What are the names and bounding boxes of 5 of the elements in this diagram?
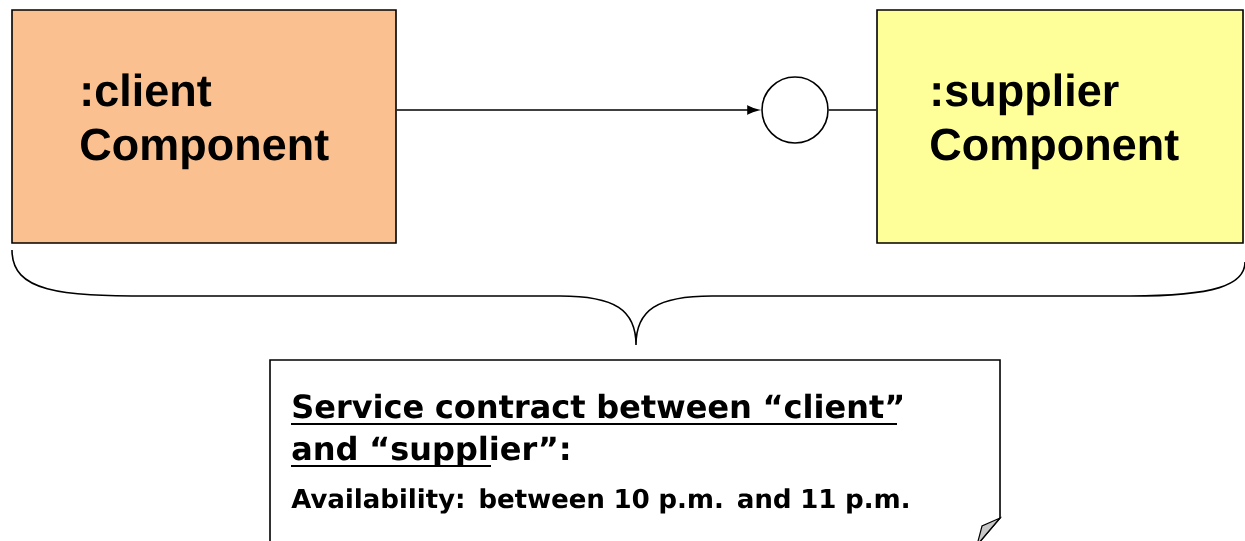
connector [828, 109, 877, 111]
connector [396, 105, 759, 115]
component-box: :supplier Component [876, 9, 1244, 244]
component-box: :client Component [11, 9, 397, 244]
interface-circle [761, 76, 829, 144]
